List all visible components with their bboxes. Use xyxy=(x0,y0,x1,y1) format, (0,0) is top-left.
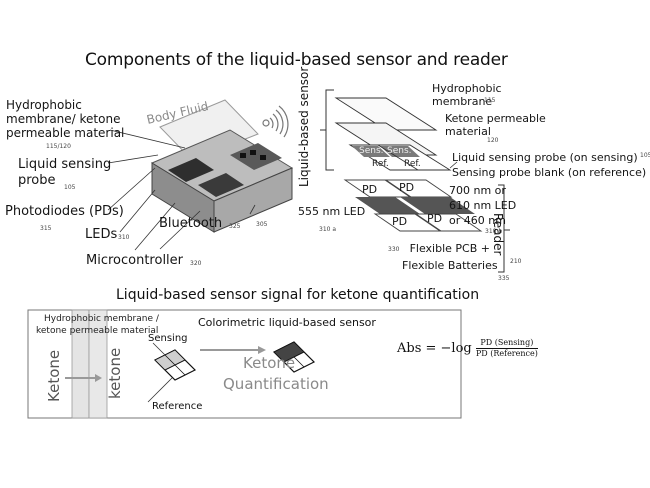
ketone-inside-label: ketone xyxy=(106,347,124,399)
label-555nm-led: 555 nm LED xyxy=(298,205,366,218)
ref-310: 310 xyxy=(118,234,130,241)
label-led-line-3: or 460 nm xyxy=(449,214,506,227)
device-led-pad xyxy=(198,173,244,197)
formula-fraction: PD (Sensing) PD (Reference) xyxy=(475,338,538,359)
label-leds: LEDs xyxy=(85,227,118,242)
ref-325: 325 xyxy=(229,223,241,230)
wireless-signal-icon xyxy=(262,105,289,138)
ref-310b: 310 b xyxy=(485,228,503,235)
label-membrane-line-2: membrane/ ketone xyxy=(6,112,121,126)
exploded-membrane-layer xyxy=(334,97,438,131)
label-flexible-pcb: Flexible PCB + Flexible Batteries xyxy=(402,240,498,274)
label-liquid-sensing-probe: Liquid sensing probe xyxy=(18,157,111,189)
pd-label-1: PD xyxy=(362,183,378,196)
label-microcontroller: Microcontroller xyxy=(86,253,184,268)
sensor-bracket xyxy=(320,89,334,171)
ref-320: 320 xyxy=(190,260,202,267)
ref-115-120: 115/120 xyxy=(46,143,71,150)
label-photodiodes: Photodiodes (PDs) xyxy=(5,204,124,219)
pd-label-2: PD xyxy=(399,181,415,194)
probe-cell-ref-2: Ref. xyxy=(404,159,421,169)
label-kp-line-1: Ketone permeable xyxy=(445,112,546,125)
label-kp-line-2: material xyxy=(445,125,491,138)
ref-120: 120 xyxy=(487,137,499,144)
absorbance-formula: Abs = −log PD (Sensing) PD (Reference) xyxy=(397,338,538,359)
leader-lines xyxy=(107,129,256,251)
reader-bracket xyxy=(498,184,510,273)
ref-105-right: 105 xyxy=(640,152,650,159)
process-label-ketone: Ketone xyxy=(243,354,296,372)
ref-330: 330 xyxy=(388,246,400,253)
label-bluetooth: Bluetooth xyxy=(159,216,223,231)
sens-cell-2 xyxy=(380,146,420,157)
label-led-line-2: 610 nm LED xyxy=(449,199,517,212)
label-hydrophobic-membrane: Hydrophobic membrane xyxy=(432,82,502,108)
bottom-membrane-line-1: Hydrophobic membrane / xyxy=(44,314,159,324)
pd-cell-2 xyxy=(384,179,453,198)
label-sensing-probe-blank: Sensing probe blank (on reference) xyxy=(452,166,647,179)
device-housing-front xyxy=(213,167,293,233)
sensing-label: Sensing xyxy=(148,333,188,344)
pd-label-3: PD xyxy=(392,215,408,228)
ketone-permeable-band xyxy=(88,309,108,419)
chip-2 xyxy=(250,150,256,155)
probe-cell-ref-1: Ref. xyxy=(372,159,389,169)
probe-cell-sens-2: Sens. xyxy=(387,146,412,156)
pd-label-4: PD xyxy=(427,212,443,225)
label-probe-line-1: Liquid sensing xyxy=(18,157,112,172)
label-membrane-line-3: permeable material xyxy=(6,126,125,140)
ref-335: 335 xyxy=(498,275,510,282)
chip-1 xyxy=(240,153,246,158)
bottom-membrane-line-2: ketone permeable material xyxy=(36,326,159,336)
device-chip-area xyxy=(230,143,282,170)
pd-cell-3 xyxy=(373,213,442,232)
ref-310a: 310 a xyxy=(319,226,337,233)
diffusion-arrow-icon xyxy=(95,374,102,382)
top-panel-title: Components of the liquid-based sensor an… xyxy=(85,50,508,70)
sensor-bracket-label: Liquid-based sensor xyxy=(297,66,311,187)
pd-cell-4 xyxy=(414,213,483,232)
process-label-quantification: Quantification xyxy=(223,375,329,393)
probe-cell-sens-1: Sens. xyxy=(359,146,384,156)
ref-105-left: 105 xyxy=(64,184,76,191)
label-membrane: Hydrophobic membrane/ ketone permeable m… xyxy=(6,98,124,140)
ref-305: 305 xyxy=(256,221,268,228)
label-pcb-line-1: Flexible PCB + xyxy=(409,242,490,255)
label-right-led: 700 nm or 610 nm LED or 460 nm xyxy=(449,183,516,228)
label-probe-line-2: probe xyxy=(18,173,56,188)
ref-210: 210 xyxy=(510,258,522,265)
sens-cell-1 xyxy=(352,146,390,157)
colorimetric-heading: Colorimetric liquid-based sensor xyxy=(198,316,376,329)
formula-numerator: PD (Sensing) xyxy=(475,338,538,349)
device-membrane-sheet xyxy=(159,99,259,161)
ketone-outside-label: Ketone xyxy=(45,349,63,402)
led-cell-2 xyxy=(400,197,475,214)
formula-lhs: Abs = −log xyxy=(397,341,472,356)
label-membrane-line-1: Hydrophobic xyxy=(6,98,82,112)
chip-3 xyxy=(260,155,266,160)
led-cell-1 xyxy=(355,197,420,214)
label-led-line-1: 700 nm or xyxy=(449,184,506,197)
label-liquid-sensing-probe-on-sensing: Liquid sensing probe (on sensing) xyxy=(452,151,638,164)
label-pcb-line-2: Flexible Batteries xyxy=(402,259,498,272)
ref-115: 115 xyxy=(484,97,496,104)
reference-label: Reference xyxy=(152,401,203,412)
device-photodiode-pad xyxy=(168,158,214,182)
ref-315: 315 xyxy=(40,225,52,232)
label-ketone-permeable: Ketone permeable material xyxy=(445,112,546,138)
label-hm-line-1: Hydrophobic xyxy=(432,82,502,95)
label-hm-line-2: membrane xyxy=(432,95,493,108)
process-arrow-icon xyxy=(258,346,266,354)
bottom-membrane-label: Hydrophobic membrane / ketone permeable … xyxy=(36,313,159,337)
formula-denominator: PD (Reference) xyxy=(475,349,538,358)
bottom-panel-title: Liquid-based sensor signal for ketone qu… xyxy=(116,287,480,303)
